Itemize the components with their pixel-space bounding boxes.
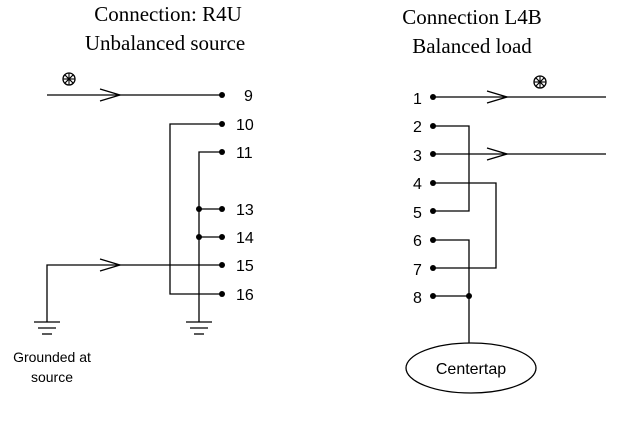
- ground-icon: [186, 321, 212, 335]
- pin-label-4: 4: [413, 176, 422, 193]
- pin-label-16: 16: [236, 287, 254, 304]
- asterisk-circle-icon: [533, 75, 547, 89]
- pin-label-11: 11: [236, 145, 253, 162]
- arrow-icon: [486, 90, 510, 104]
- pin-label-9: 9: [244, 88, 253, 105]
- l4b-subtitle: Balanced load: [412, 34, 532, 58]
- pin-label-2: 2: [413, 119, 422, 136]
- r4u-pin9-wire: [47, 88, 225, 102]
- l4b-title: Connection L4B: [402, 5, 541, 29]
- r4u-title: Connection: R4U: [94, 2, 242, 26]
- r4u-pin10-16-wire: [169, 121, 225, 297]
- arrow-icon: [99, 88, 123, 102]
- l4b-section: Connection L4B Balanced load 1 2 3 4 5 6…: [402, 5, 606, 394]
- l4b-pin2-5-wire: [430, 123, 470, 214]
- r4u-ground-bus: [186, 149, 225, 335]
- arrow-icon: [99, 258, 123, 272]
- l4b-pin6-8-wire: [430, 237, 472, 343]
- pin-label-14: 14: [236, 230, 254, 247]
- pin-label-3: 3: [413, 148, 422, 165]
- r4u-section: Connection: R4U Unbalanced source: [13, 2, 254, 385]
- asterisk-circle-icon: [62, 72, 76, 86]
- pin-label-7: 7: [413, 262, 422, 279]
- l4b-pin4-7-wire: [430, 180, 497, 271]
- ground-note-line1: Grounded at: [13, 349, 91, 365]
- l4b-pin3-wire: [430, 147, 606, 161]
- pin-label-13: 13: [236, 202, 254, 219]
- r4u-pin15-wire: [34, 258, 225, 335]
- pin-label-8: 8: [413, 290, 422, 307]
- pin-label-15: 15: [236, 258, 254, 275]
- r4u-subtitle: Unbalanced source: [85, 31, 245, 55]
- l4b-pin1-wire: [430, 90, 606, 104]
- pin-label-1: 1: [413, 91, 422, 108]
- centertap-label: Centertap: [436, 361, 506, 378]
- arrow-icon: [486, 147, 510, 161]
- pin-label-6: 6: [413, 233, 422, 250]
- centertap-node: Centertap: [405, 342, 537, 394]
- pin-label-10: 10: [236, 117, 254, 134]
- ground-note-line2: source: [31, 369, 73, 385]
- ground-icon: [34, 321, 60, 335]
- pin-label-5: 5: [413, 205, 422, 222]
